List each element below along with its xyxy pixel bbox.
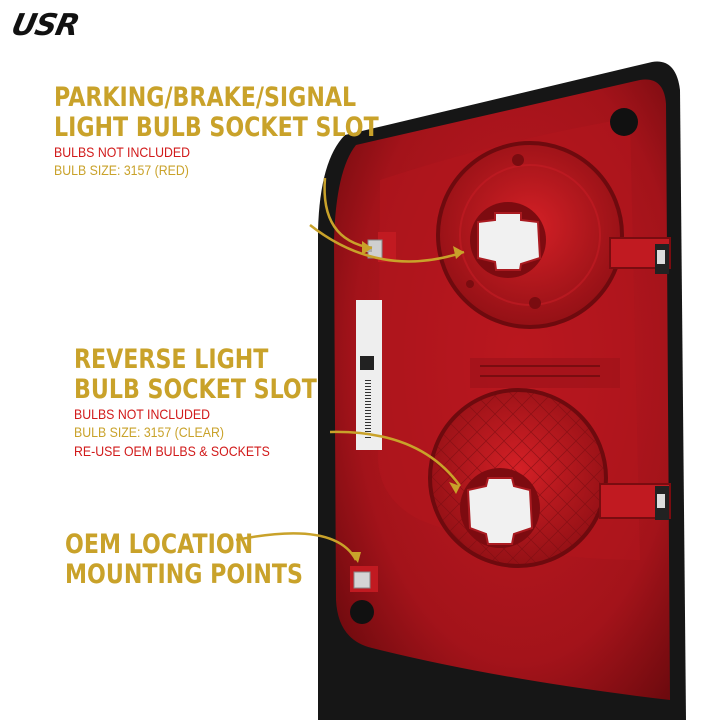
reverse-heading-line2: BULB SOCKET SLOT	[74, 373, 317, 405]
oem-heading-line1: OEM LOCATION	[65, 529, 254, 560]
barcode-label	[356, 300, 382, 450]
brand-logo: USR	[8, 8, 82, 43]
reverse-note-bulbs: BULBS NOT INCLUDED	[74, 406, 211, 422]
reverse-note-reuse: RE-USE OEM BULBS & SOCKETS	[74, 442, 270, 459]
oem-callout-heading: OEM LOCATION MOUNTING POINTS	[65, 530, 303, 589]
parking-callout-heading: PARKING/BRAKE/SIGNAL LIGHT BULB SOCKET S…	[54, 83, 379, 142]
parking-heading-line1: PARKING/BRAKE/SIGNAL	[54, 82, 357, 113]
parking-note-bulbs: BULBS NOT INCLUDED	[54, 144, 191, 160]
lower-vent-hole	[350, 600, 374, 624]
upper-vent-hole	[610, 108, 638, 136]
reverse-note-size: BULB SIZE: 3157 (CLEAR)	[74, 424, 224, 441]
reverse-callout-notes: BULBS NOT INCLUDED BULB SIZE: 3157 (CLEA…	[74, 405, 270, 460]
parking-note-size: BULB SIZE: 3157 (RED)	[54, 162, 189, 179]
parking-heading-line2: LIGHT BULB SOCKET SLOT	[54, 111, 379, 143]
right-bracket-lower	[599, 483, 671, 520]
reverse-callout-heading: REVERSE LIGHT BULB SOCKET SLOT	[74, 345, 317, 404]
parking-callout-notes: BULBS NOT INCLUDED BULB SIZE: 3157 (RED)	[54, 143, 190, 180]
oem-heading-line2: MOUNTING POINTS	[65, 558, 303, 590]
lower-mounting-stud	[350, 566, 378, 592]
upper-bulb-socket	[470, 202, 546, 278]
reverse-heading-line1: REVERSE LIGHT	[74, 344, 269, 375]
arrow-heads	[350, 241, 464, 563]
right-bracket-upper	[609, 237, 671, 274]
callout-arrows	[235, 177, 465, 561]
lower-bulb-socket	[460, 468, 540, 548]
